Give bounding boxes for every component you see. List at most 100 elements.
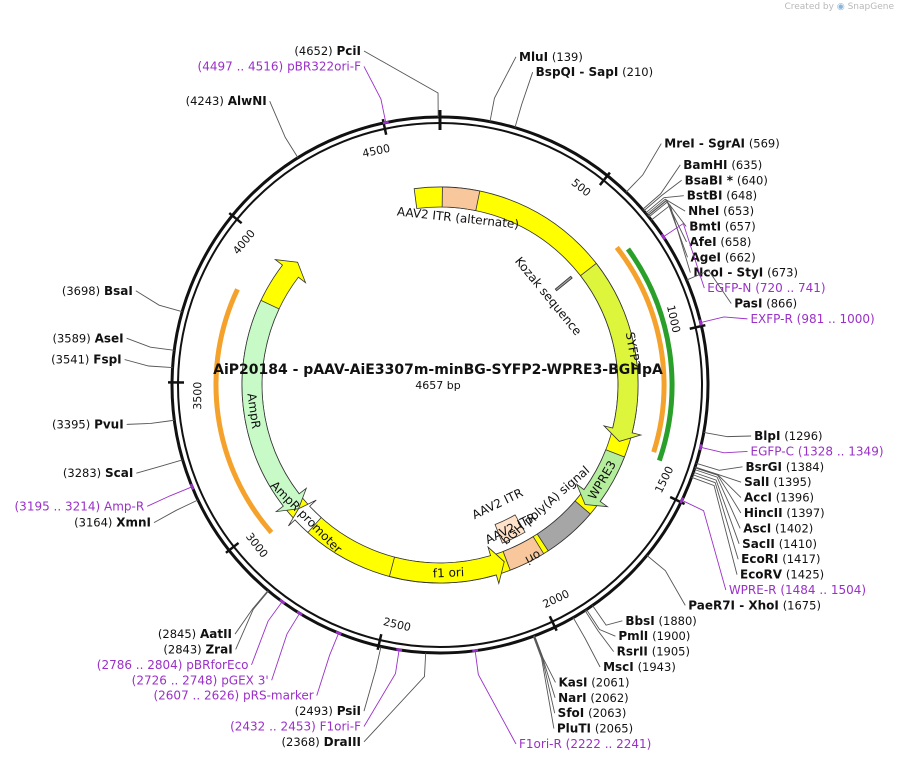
scale-tick-label: 1500 xyxy=(652,464,676,495)
feature-syfp2[interactable] xyxy=(579,262,643,442)
restriction-site-label[interactable]: (3589) AseI xyxy=(52,331,123,345)
restriction-site-label[interactable]: (2845) AatII xyxy=(158,627,232,641)
snapgene-logo-icon: ◉ xyxy=(836,2,845,12)
name-label: pRS-marker xyxy=(243,689,314,703)
restriction-site-label[interactable]: (3541) FspI xyxy=(51,353,121,367)
name-label: PaeR7I - XhoI xyxy=(688,598,779,612)
name-label: F1ori-R xyxy=(519,737,562,751)
feature-ampr[interactable] xyxy=(241,299,308,513)
restriction-site-label[interactable]: (3395) PvuI xyxy=(52,417,124,431)
restriction-site-label[interactable]: RsrII (1905) xyxy=(617,645,690,659)
feature-f1-ori[interactable] xyxy=(388,545,505,585)
restriction-site-label[interactable]: MreI - SgrAI (569) xyxy=(664,137,779,151)
restriction-site-label[interactable]: HincII (1397) xyxy=(744,506,825,520)
site-leader-line xyxy=(489,56,517,122)
name-label: AlwNI xyxy=(228,94,267,108)
primer-label[interactable]: (2432 .. 2453) F1ori-F xyxy=(230,719,361,733)
restriction-site-label[interactable]: BlpI (1296) xyxy=(754,429,822,443)
name-label: BlpI xyxy=(754,429,780,443)
position-label: (1395) xyxy=(773,475,811,489)
scale-tick-label: 4500 xyxy=(361,142,391,161)
primer-leader-line xyxy=(363,66,387,123)
position-label: (2065) xyxy=(595,722,633,736)
restriction-site-label[interactable]: (2493) PsiI xyxy=(295,704,361,718)
feature-label-ori: ori xyxy=(523,548,543,568)
restriction-site-label[interactable]: PaeR7I - XhoI (1675) xyxy=(688,598,821,612)
primer-label[interactable]: WPRE-R (1484 .. 1504) xyxy=(729,583,866,597)
position-label: (1675) xyxy=(783,598,821,612)
primer-label[interactable]: (2726 .. 2748) pGEX 3' xyxy=(132,673,269,687)
site-leader-line xyxy=(533,635,556,714)
primer-label[interactable]: (4497 .. 4516) pBR322ori-F xyxy=(198,59,362,73)
restriction-site-label[interactable]: BbsI (1880) xyxy=(625,614,696,628)
feature-aav2-itr[interactable] xyxy=(502,536,545,571)
position-label: (3395) xyxy=(52,417,90,431)
name-label: BsaBI * xyxy=(685,173,734,187)
primer-site-marker xyxy=(189,483,195,490)
orf-bar xyxy=(614,245,667,453)
restriction-site-label[interactable]: NheI (653) xyxy=(688,204,754,218)
primer-label[interactable]: F1ori-R (2222 .. 2241) xyxy=(519,737,651,751)
position-label: (866) xyxy=(766,296,797,310)
position-label: (2368) xyxy=(282,735,320,749)
primer-label[interactable]: (2607 .. 2626) pRS-marker xyxy=(153,689,313,703)
restriction-site-label[interactable]: AscI (1402) xyxy=(743,521,813,535)
restriction-site-label[interactable]: SacII (1410) xyxy=(742,537,817,551)
primer-label[interactable]: EGFP-N (720 .. 741) xyxy=(707,281,825,295)
feature-kozak-sequence[interactable] xyxy=(554,275,573,292)
restriction-site-label[interactable]: NcoI - StyI (673) xyxy=(693,266,798,280)
name-label: EXFP-R xyxy=(750,312,792,326)
restriction-site-label[interactable]: AgeI (662) xyxy=(691,250,756,264)
restriction-site-label[interactable]: SfoI (2063) xyxy=(558,706,627,720)
restriction-site-label[interactable]: (2843) ZraI xyxy=(163,642,232,656)
restriction-site-label[interactable]: MluI (139) xyxy=(519,50,583,64)
restriction-site-label[interactable]: AfeI (658) xyxy=(689,235,751,249)
restriction-site-label[interactable]: EcoRI (1417) xyxy=(741,552,820,566)
restriction-site-label[interactable]: BspQI - SapI (210) xyxy=(536,65,653,79)
restriction-site-label[interactable]: BstBI (648) xyxy=(687,189,757,203)
restriction-site-label[interactable]: PasI (866) xyxy=(734,296,797,310)
primer-site-marker xyxy=(279,598,286,605)
restriction-site-label[interactable]: (3164) XmnI xyxy=(74,516,151,530)
restriction-site-label[interactable]: BmtI (657) xyxy=(689,219,756,233)
restriction-site-label[interactable]: (3698) BsaI xyxy=(62,284,133,298)
restriction-site-label[interactable]: BsaBI * (640) xyxy=(685,173,768,187)
restriction-site-label[interactable]: (4652) PciI xyxy=(294,44,361,58)
feature-aav2-itr[interactable] xyxy=(494,514,526,544)
position-label: (4497 .. 4516) xyxy=(198,59,284,73)
name-label: AscI xyxy=(743,521,771,535)
restriction-site-label[interactable]: AccI (1396) xyxy=(744,491,814,505)
restriction-site-label[interactable]: (4243) AlwNI xyxy=(186,94,267,108)
restriction-site-label[interactable]: NarI (2062) xyxy=(558,691,629,705)
name-label: pBR322ori-F xyxy=(287,59,361,73)
restriction-site-label[interactable]: (2368) DraIII xyxy=(282,735,361,749)
position-label: (1905) xyxy=(652,645,690,659)
restriction-site-label[interactable]: BamHI (635) xyxy=(683,158,762,172)
restriction-site-label[interactable]: (3283) ScaI xyxy=(63,466,133,480)
primer-label[interactable]: (2786 .. 2804) pBRforEco xyxy=(97,658,249,672)
primer-label[interactable]: EXFP-R (981 .. 1000) xyxy=(750,312,874,326)
primer-label[interactable]: (3195 .. 3214) Amp-R xyxy=(15,499,145,513)
restriction-site-label[interactable]: PmlI (1900) xyxy=(618,629,690,643)
primer-site-marker xyxy=(382,120,389,125)
restriction-site-label[interactable]: BsrGI (1384) xyxy=(745,460,824,474)
position-label: (2843) xyxy=(163,642,201,656)
feature-wpre3[interactable] xyxy=(575,449,625,508)
feature-ampr-promoter[interactable] xyxy=(288,499,322,534)
scale-tick xyxy=(381,118,388,135)
primer-label[interactable]: EGFP-C (1328 .. 1349) xyxy=(751,444,884,458)
restriction-site-label[interactable]: SalI (1395) xyxy=(744,475,811,489)
restriction-site-label[interactable]: KasI (2061) xyxy=(558,675,629,689)
restriction-site-label[interactable]: EcoRV (1425) xyxy=(740,568,824,582)
position-label: (2063) xyxy=(588,706,626,720)
restriction-site-label[interactable]: PluTI (2065) xyxy=(557,722,633,736)
position-label: (3283) xyxy=(63,466,101,480)
feature-bgh-poly-a-signal[interactable] xyxy=(536,500,591,552)
scale-tick-label: 3000 xyxy=(243,530,271,560)
position-label: (1397) xyxy=(786,506,824,520)
restriction-site-label[interactable]: MscI (1943) xyxy=(603,660,676,674)
name-label: BsaI xyxy=(104,284,133,298)
feature-aav2-itr-alternate[interactable] xyxy=(441,186,481,212)
credit-brand: SnapGene xyxy=(847,2,894,12)
orf-bar xyxy=(625,247,675,462)
